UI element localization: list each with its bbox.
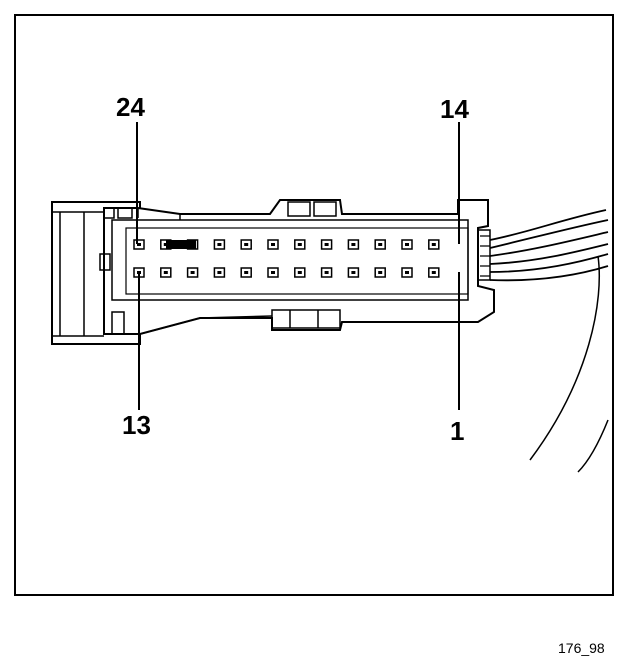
pin-contact <box>217 271 222 274</box>
pin-label-24: 24 <box>116 92 145 122</box>
pin-contact <box>217 243 222 246</box>
pin-contact <box>405 271 409 274</box>
pin-contact <box>137 243 141 246</box>
pin-contact <box>244 243 249 246</box>
pin-contact <box>297 271 302 274</box>
wire-bundle <box>489 209 609 473</box>
pin-label-13: 13 <box>122 410 151 440</box>
pin-contact <box>190 271 195 274</box>
pin-contact <box>297 243 302 246</box>
pin-contact <box>324 243 329 246</box>
pin-contact <box>163 243 168 246</box>
pin-label-1: 1 <box>450 416 464 446</box>
pin-contact <box>378 243 383 246</box>
pin-contact <box>324 271 329 274</box>
pin-contact <box>351 243 356 246</box>
pin-contact <box>405 243 409 246</box>
figure-reference-code: 176_98 <box>558 640 605 656</box>
pin-contact <box>271 271 275 274</box>
pin-contact <box>378 271 383 274</box>
pin-cavities <box>133 239 440 278</box>
diagram-frame <box>14 14 614 596</box>
pin-contact <box>351 271 356 274</box>
coding-key <box>166 240 196 249</box>
leader-lines <box>136 122 460 410</box>
pin-contact <box>244 271 249 274</box>
pin-contact <box>431 243 436 246</box>
connector-housing <box>51 199 495 345</box>
pin-label-14: 14 <box>440 94 469 124</box>
pin-contact <box>163 271 168 274</box>
pin-contact <box>271 243 275 246</box>
pin-contact <box>431 271 436 274</box>
